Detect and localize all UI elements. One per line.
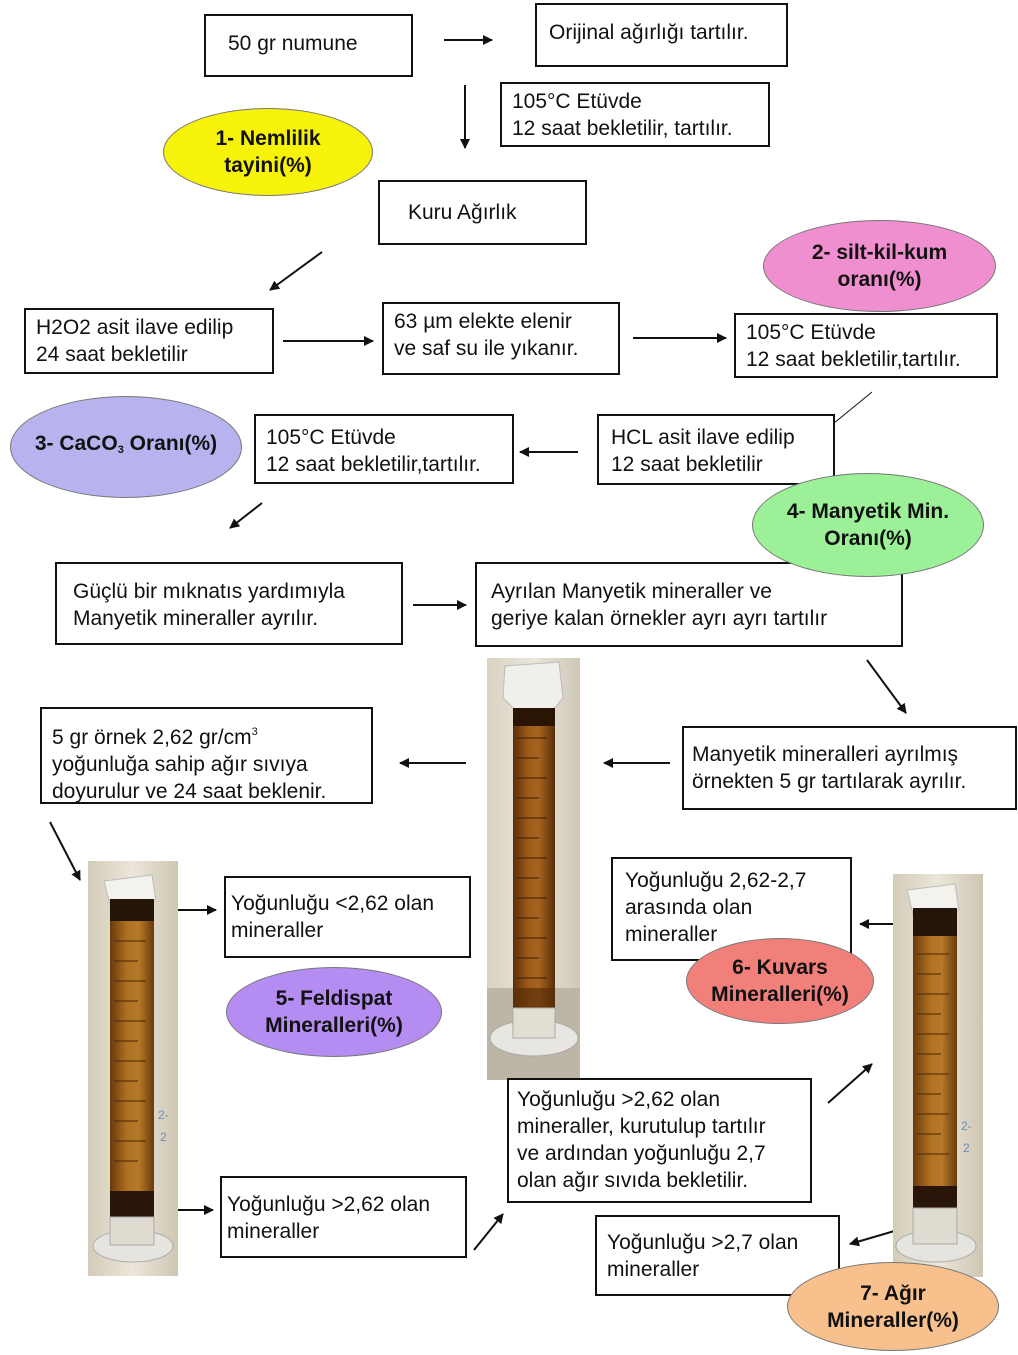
sample-box: 50 gr numune [204,14,413,77]
original-weight-text: Orijinal ağırlığı tartılır. [549,21,749,44]
heavy-liquid-line2: yoğunluğa sahip ağır sıvıya [52,753,308,776]
gt262-line1: Yoğunluğu >2,62 olan [227,1193,431,1216]
quartz-ellipse: 6- Kuvars Mineralleri(%) [686,938,874,1024]
magnet-line1: Güçlü bir mıknatıs yardımıyla [73,580,345,603]
lt262-box: Yoğunluğu <2,62 olan mineraller [224,876,471,958]
h2o2-box: H2O2 asit ilave edilip 24 saat bekletili… [24,308,274,374]
heavy-minerals-ellipse: 7- Ağır Mineraller(%) [787,1262,999,1351]
heavy-minerals-ellipse-line2: Mineraller(%) [827,1308,959,1332]
original-weight-box: Orijinal ağırlığı tartılır. [535,3,788,67]
caco3-ellipse-sub: 3 [117,444,124,456]
moisture-ellipse: 1- Nemlilik tayini(%) [163,108,373,196]
heavy-liquid-line1: 5 gr örnek 2,62 gr/cm3 [52,719,361,751]
moisture-ellipse-line1: 1- Nemlilik [215,127,321,150]
weigh5-box: Manyetik mineralleri ayrılmış örnekten 5… [682,726,1017,810]
silt-clay-sand-ellipse-line2: oranı(%) [837,268,922,291]
left-cylinder-photo: 2- 2 [88,861,178,1276]
lt262-line1: Yoğunluğu <2,62 olan [231,892,435,915]
oven2-line2: 12 saat bekletilir,tartılır. [746,348,961,371]
oven1-box: 105°C Etüvde 12 saat bekletilir, tartılı… [500,82,770,147]
caco3-ellipse-text-b: Oranı(%) [123,432,218,455]
gt262-dry-line4: olan ağır sıvıda bekletilir. [517,1169,749,1192]
right-cylinder-photo: 2- 2 [893,874,983,1277]
sample-text: 50 gr numune [228,32,358,55]
heavy-liquid-line3: doyurulur ve 24 saat beklenir. [52,780,327,803]
oven3-line1: 105°C Etüvde [266,426,396,449]
feldspar-ellipse: 5- Feldispat Mineralleri(%) [226,967,442,1057]
sieve-box: 63 µm elekte elenir ve saf su ile yıkanı… [382,302,620,375]
gt27-line2: mineraller [607,1258,700,1281]
hcl-box: HCL asit ilave edilip 12 saat bekletilir [597,414,835,485]
magnet-line2: Manyetik mineraller ayrılır. [73,607,319,630]
arrow-separated-to-weigh5 [866,659,907,714]
moisture-ellipse-line2: tayini(%) [224,154,312,177]
h2o2-line1: H2O2 asit ilave edilip [36,316,234,339]
gt262-dry-line2: mineraller, kurutulup tartılır [517,1115,766,1138]
r262-27-line3: mineraller [625,923,718,946]
r262-27-box: Yoğunluğu 2,62-2,7 arasında olan mineral… [611,857,852,961]
dry-weight-text: Kuru Ağırlık [408,201,517,224]
lt262-line2: mineraller [231,919,324,942]
oven3-line2: 12 saat bekletilir,tartılır. [266,453,481,476]
arrow-heavyliquid-to-left-photo [49,821,81,881]
gt262-box: Yoğunluğu >2,62 olan mineraller [220,1176,467,1258]
heavy-liquid-line1-text: 5 gr örnek 2,62 gr/cm [52,726,252,749]
hcl-line2: 12 saat bekletilir [611,453,763,476]
right-cylinder-image: 2- 2 [893,874,983,1277]
heavy-liquid-line1-sup: 3 [251,726,258,738]
feldspar-ellipse-line1: 5- Feldispat [275,987,393,1010]
separated-box: Ayrılan Manyetik mineraller ve geriye ka… [475,562,903,647]
hcl-line1: HCL asit ilave edilip [611,426,795,449]
oven1-line2: 12 saat bekletilir, tartılır. [512,117,733,140]
heavy-liquid-box: 5 gr örnek 2,62 gr/cm3 yoğunluğa sahip a… [40,707,373,804]
weigh5-line1: Manyetik mineralleri ayrılmış [692,743,959,766]
gt27-box: Yoğunluğu >2,7 olan mineraller [595,1215,840,1296]
gt262-dry-line1: Yoğunluğu >2,62 olan [517,1088,721,1111]
oven3-box: 105°C Etüvde 12 saat bekletilir,tartılır… [254,414,514,484]
center-cylinder-photo [487,658,580,1080]
magnetic-ellipse-line2: Oranı(%) [824,527,912,550]
right-photo-label-2: 2 [963,1141,970,1155]
gt262-dry-line3: ve ardından yoğunluğu 2,7 [517,1142,766,1165]
silt-clay-sand-ellipse-line1: 2- silt-kil-kum [811,241,948,264]
arrow-oven3-to-magnet [229,502,263,529]
magnetic-ellipse: 4- Manyetik Min. Oranı(%) [752,473,984,577]
left-cylinder-image: 2- 2 [88,861,178,1276]
gt262-line2: mineraller [227,1220,320,1243]
h2o2-line2: 24 saat bekletilir [36,343,188,366]
gt262-dry-box: Yoğunluğu >2,62 olan mineraller, kurutul… [507,1078,812,1203]
caco3-ellipse-text: 3- CaCO3 Oranı(%) [35,430,217,464]
left-photo-label-2: 2 [160,1130,167,1144]
heavy-minerals-ellipse-line1: 7- Ağır [860,1281,926,1305]
arrow-gt262-to-gt262dry [473,1213,504,1251]
arrow-dry-to-h2o2 [269,251,323,291]
weigh5-line2: örnekten 5 gr tartılarak ayrılır. [692,770,967,793]
separated-line2: geriye kalan örnekler ayrı ayrı tartılır [491,607,828,630]
center-cylinder-image [487,658,580,1080]
oven1-line1: 105°C Etüvde [512,90,642,113]
arrow-gt262dry-to-right-photo [827,1063,873,1104]
sieve-line2: ve saf su ile yıkanır. [394,337,579,360]
right-photo-label-1: 2- [961,1119,972,1133]
separated-line1: Ayrılan Manyetik mineraller ve [491,580,772,603]
arrow-oven2-to-hcl [827,391,873,429]
silt-clay-sand-ellipse: 2- silt-kil-kum oranı(%) [763,220,996,312]
caco3-ellipse-text-a: 3- CaCO [34,432,118,455]
r262-27-line1: Yoğunluğu 2,62-2,7 [625,869,807,892]
oven2-box: 105°C Etüvde 12 saat bekletilir,tartılır… [734,313,998,378]
quartz-ellipse-line1: 6- Kuvars [732,956,828,979]
feldspar-ellipse-line2: Mineralleri(%) [265,1014,403,1037]
gt27-line1: Yoğunluğu >2,7 olan [607,1231,799,1254]
magnetic-ellipse-line1: 4- Manyetik Min. [786,500,950,523]
left-photo-label-1: 2- [158,1108,169,1122]
magnet-box: Güçlü bir mıknatıs yardımıyla Manyetik m… [55,562,403,645]
oven2-line1: 105°C Etüvde [746,321,876,344]
caco3-ellipse: 3- CaCO3 Oranı(%) [10,396,242,498]
quartz-ellipse-line2: Mineralleri(%) [711,983,849,1006]
r262-27-line2: arasında olan [625,896,753,919]
sieve-line1: 63 µm elekte elenir [394,310,572,333]
dry-weight-box: Kuru Ağırlık [378,180,587,245]
